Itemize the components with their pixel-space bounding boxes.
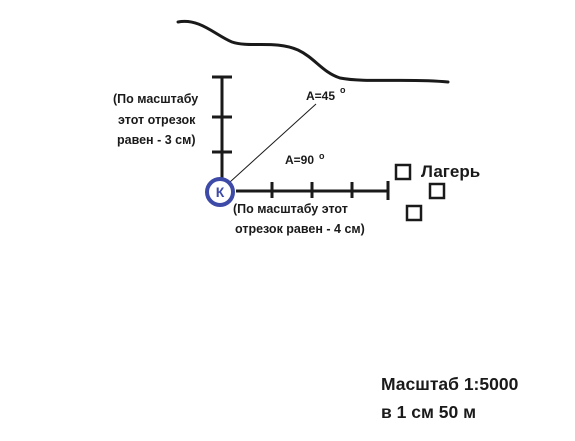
- angle-90-label: А=90: [285, 153, 314, 167]
- horizontal-note: (По масштабу этот отрезок равен - 4 см): [233, 202, 365, 236]
- scale-line-2: в 1 см 50 м: [381, 402, 476, 422]
- terrain-contour-line: [176, 19, 450, 84]
- vertical-note: (По масштабу этот отрезок равен - 3 см): [113, 92, 202, 147]
- point-k-label: К: [216, 184, 225, 200]
- point-k-marker: [205, 177, 235, 207]
- camp-square: [394, 163, 412, 181]
- azimuth-45-line: [229, 103, 317, 183]
- camp-square: [428, 182, 446, 200]
- angle-45-degree: о: [340, 85, 346, 95]
- scale-line-1: Масштаб 1:5000: [381, 374, 519, 394]
- camp-square: [405, 204, 423, 222]
- angle-45-label: А=45: [306, 89, 335, 103]
- camp-label: Лагерь: [421, 162, 480, 181]
- angle-90-degree: о: [319, 151, 325, 161]
